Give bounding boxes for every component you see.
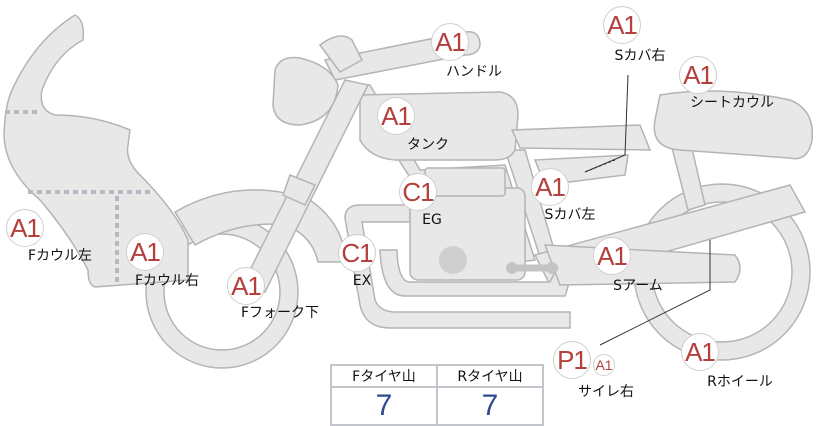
part-label-swing-arm: Sアーム (613, 278, 663, 294)
grade-badge-s-cover-left: A1 (531, 168, 569, 206)
part-label-s-cover-right: Sカバ右 (614, 48, 666, 64)
part-label-f-fork-lower: Fフォーク下 (240, 305, 320, 321)
grade-badge-silencer-right-secondary: A1 (593, 354, 615, 376)
grade-badge-handle: A1 (431, 23, 469, 61)
grade-badge-f-fork-lower: A1 (227, 267, 265, 305)
grade-badge-s-cover-right: A1 (603, 6, 641, 44)
tire-tread-table: Fタイヤ山 Rタイヤ山 7 7 (330, 364, 544, 426)
grade-badge-f-cowl-left: A1 (6, 209, 44, 247)
grade-badge-rear-wheel: A1 (681, 333, 719, 371)
exhaust-pipe (344, 204, 571, 329)
rear-tire-value: 7 (436, 386, 544, 426)
grade-badge-f-cowl-right: A1 (126, 233, 164, 271)
part-label-silencer-right: サイレ右 (578, 384, 634, 400)
side-cover (510, 124, 652, 151)
part-label-f-cowl-right: Fカウル右 (134, 273, 200, 289)
part-label-tank: タンク (407, 137, 449, 153)
headlight (272, 56, 339, 126)
grade-badge-silencer-right: P1 (553, 341, 591, 379)
part-label-f-cowl-left: Fカウル左 (27, 248, 93, 264)
grade-badge-seat-cowl: A1 (679, 56, 717, 94)
part-label-engine: EG (422, 212, 442, 228)
part-label-handle: ハンドル (446, 64, 502, 80)
front-tire-value: 7 (330, 386, 438, 426)
grade-badge-engine: C1 (399, 173, 437, 211)
front-tire-header: Fタイヤ山 (330, 364, 438, 388)
part-label-seat-cowl: シートカウル (690, 95, 774, 111)
rear-tire-header: Rタイヤ山 (436, 364, 544, 388)
grade-badge-swing-arm: A1 (593, 237, 631, 275)
part-label-exhaust: EX (352, 273, 372, 289)
part-label-rear-wheel: Rホイール (707, 374, 773, 390)
front-cowl (3, 14, 189, 288)
grade-badge-exhaust: C1 (338, 234, 376, 272)
part-label-s-cover-left: Sカバ左 (544, 207, 596, 223)
grade-badge-tank: A1 (377, 97, 415, 135)
seat-cowl-shape (653, 90, 814, 160)
